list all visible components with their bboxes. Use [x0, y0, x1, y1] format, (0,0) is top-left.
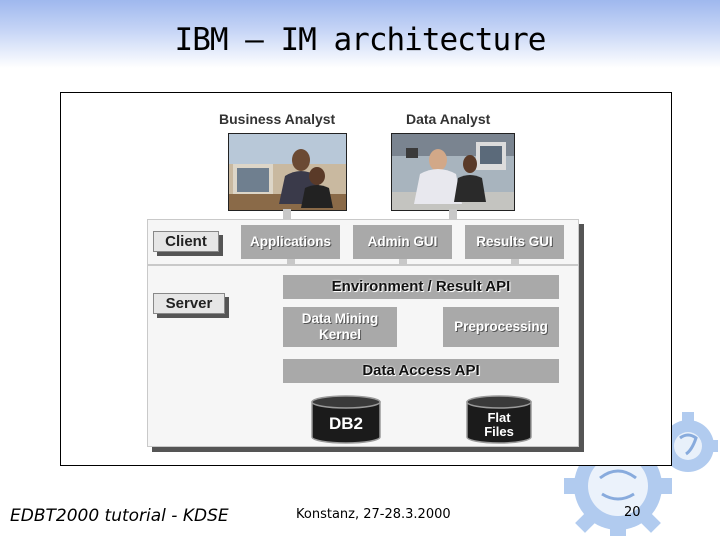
- flat-files-label: Flat Files: [464, 411, 534, 439]
- data-mining-kernel-line-1: Data Mining: [302, 311, 379, 327]
- client-tag: Client: [153, 231, 219, 252]
- role-data-analyst: Data Analyst: [406, 111, 490, 127]
- results-gui-box: Results GUI: [465, 225, 564, 259]
- data-mining-kernel-box: Data Mining Kernel: [283, 307, 397, 347]
- applications-box: Applications: [241, 225, 340, 259]
- slide-title: IBM – IM architecture: [0, 22, 720, 58]
- footer-tutorial-title: EDBT2000 tutorial - KDSE: [10, 506, 229, 526]
- data-mining-kernel-line-2: Kernel: [319, 327, 361, 343]
- flat-files-line-1: Flat: [464, 411, 534, 425]
- flat-files-line-2: Files: [464, 425, 534, 439]
- business-analyst-photo: [228, 133, 347, 211]
- flat-files-cylinder: Flat Files: [464, 395, 534, 445]
- role-business-analyst: Business Analyst: [219, 111, 335, 127]
- preprocessing-box: Preprocessing: [443, 307, 559, 347]
- server-tag: Server: [153, 293, 225, 314]
- db2-cylinder: DB2: [309, 395, 383, 445]
- admin-gui-box: Admin GUI: [353, 225, 452, 259]
- environment-result-api-box: Environment / Result API: [283, 275, 559, 299]
- data-analyst-photo: [391, 133, 515, 211]
- data-access-api-box: Data Access API: [283, 359, 559, 383]
- footer-location-date: Konstanz, 27-28.3.2000: [296, 507, 451, 522]
- page-number: 20: [624, 505, 641, 520]
- diagram-frame: Business Analyst Data Analyst: [60, 92, 672, 466]
- db2-label: DB2: [309, 417, 383, 431]
